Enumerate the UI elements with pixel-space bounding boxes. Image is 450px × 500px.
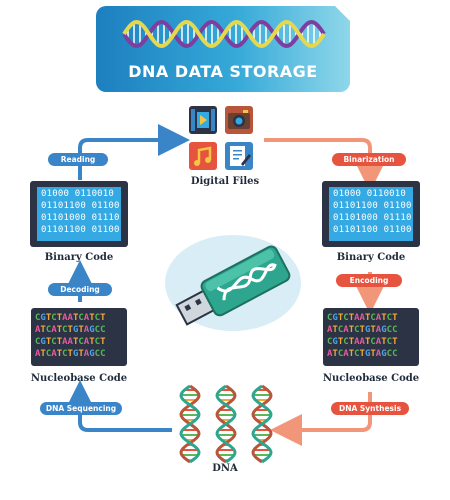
banner-fold — [335, 6, 350, 22]
film-icon — [189, 106, 217, 134]
binary-line: 01000 0110010 — [41, 189, 115, 199]
nucleobase-line: ATCATCTGTAGCC — [35, 349, 106, 359]
nucleobase-line: ATCATCTGTAGCC — [327, 325, 398, 335]
binary-line: 01101100 01100 — [333, 201, 412, 211]
binary-code-label-right: Binary Code — [336, 252, 406, 263]
nucleobase-line: CGTCTAATCATCT — [35, 313, 106, 323]
arrow-synthesis — [270, 392, 372, 446]
nucleobase-code-label-right: Nucleobase Code — [322, 373, 420, 384]
binary-monitor-left: 01000 0110010 01101100 01100 01101000 01… — [30, 181, 128, 247]
step-binarization: Binarization — [332, 153, 406, 166]
arrow-sequencing — [64, 380, 172, 432]
arrow-binarization — [264, 138, 386, 192]
step-encoding: Encoding — [336, 274, 402, 287]
step-reading: Reading — [48, 153, 108, 166]
digital-files-icons — [189, 106, 255, 172]
arrow-reading — [78, 124, 190, 180]
music-note-icon — [189, 142, 217, 170]
usb-drive-icon — [165, 235, 301, 331]
nucleobase-panel-right: CGTCTAATCATCT ATCATCTGTAGCC CGTCTAATCATC… — [323, 308, 419, 366]
page-title: DNA DATA STORAGE — [128, 62, 318, 81]
dna-label: DNA — [212, 463, 238, 474]
binary-screen: 01000 0110010 01101100 01100 01101000 01… — [37, 187, 121, 241]
nucleobase-line: CGTCTAATCATCT — [35, 337, 106, 347]
nucleobase-line: CGTCTAATCATCT — [327, 337, 398, 347]
step-sequencing: DNA Sequencing — [40, 402, 122, 415]
nucleobase-panel-left: CGTCTAATCATCT ATCATCTGTAGCC CGTCTAATCATC… — [31, 308, 127, 366]
step-decoding: Decoding — [48, 283, 112, 296]
binary-line: 01101100 01100 — [333, 225, 412, 235]
binary-monitor-right: 01000 0110010 01101100 01100 01101000 01… — [322, 181, 420, 247]
nucleobase-code-label-left: Nucleobase Code — [30, 373, 128, 384]
dna-strands — [179, 384, 273, 464]
nucleobase-line: ATCATCTGTAGCC — [327, 349, 398, 359]
nucleobase-line: ATCATCTGTAGCC — [35, 325, 106, 335]
digital-files-label: Digital Files — [190, 176, 260, 187]
binary-line: 01101100 01100 — [41, 225, 120, 235]
nucleobase-line: CGTCTAATCATCT — [327, 313, 398, 323]
dna-helix-icon — [122, 19, 326, 49]
binary-line: 01000 0110010 — [333, 189, 407, 199]
title-banner: DNA DATA STORAGE — [96, 6, 350, 92]
binary-code-label-left: Binary Code — [44, 252, 114, 263]
binary-line: 01101000 01110 — [41, 213, 120, 223]
binary-screen: 01000 0110010 01101100 01100 01101000 01… — [329, 187, 413, 241]
camera-icon — [225, 106, 253, 134]
binary-line: 01101000 01110 — [333, 213, 412, 223]
binary-line: 01101100 01100 — [41, 201, 120, 211]
step-synthesis: DNA Synthesis — [331, 402, 409, 415]
document-pen-icon — [225, 142, 253, 170]
